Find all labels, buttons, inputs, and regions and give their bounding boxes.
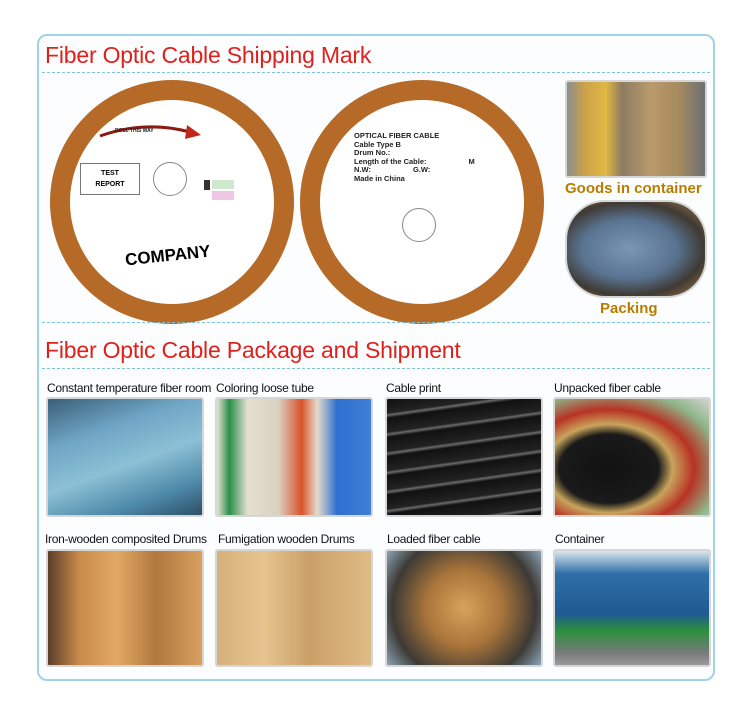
divider <box>42 368 710 369</box>
drum-left-face: ROLL THIS WAY TEST REPORT COMPANY <box>70 100 274 304</box>
drum-label-line: Made in China <box>354 173 405 183</box>
drum-label-line: OPTICAL FIBER CABLE <box>354 131 440 140</box>
divider <box>42 322 710 323</box>
handling-symbols-icon <box>204 180 234 200</box>
photo-coloring-tube <box>215 397 373 517</box>
photo-unpacked-cable <box>553 397 711 517</box>
roll-label: ROLL THIS WAY <box>115 128 154 134</box>
drum-label-line: N.W: <box>354 165 371 175</box>
drum-label-line: Length of the Cable: <box>354 156 427 166</box>
drum-label-gw: G.W: <box>412 165 431 175</box>
caption-goods-in-container: Goods in container <box>565 180 702 197</box>
test-report-box: TEST REPORT <box>80 163 140 195</box>
caption-photo: Unpacked fiber cable <box>554 381 661 395</box>
drum-label-unit: M <box>468 156 475 166</box>
company-label: COMPANY <box>124 241 212 270</box>
caption-photo: Fumigation wooden Drums <box>218 532 355 546</box>
divider <box>42 72 710 73</box>
caption-photo: Iron-wooden composited Drums <box>45 532 207 546</box>
drum-left: ROLL THIS WAY TEST REPORT COMPANY <box>50 80 294 324</box>
caption-photo: Coloring loose tube <box>216 381 314 395</box>
drum-label-line: Drum No.: <box>354 148 391 158</box>
caption-packing: Packing <box>600 300 658 317</box>
drum-label-line: Cable Type B <box>354 139 401 149</box>
drum-hub <box>402 208 436 242</box>
section-title-package-shipment: Fiber Optic Cable Package and Shipment <box>45 337 461 363</box>
section-title-shipping-mark: Fiber Optic Cable Shipping Mark <box>45 42 372 68</box>
photo-packing <box>565 200 707 298</box>
caption-photo: Loaded fiber cable <box>387 532 481 546</box>
photo-iron-wooden-drums <box>46 549 204 667</box>
caption-photo: Container <box>555 532 605 546</box>
photo-fiber-room <box>46 397 204 517</box>
roll-arrow-icon <box>99 125 201 139</box>
photo-fumigation-drums <box>215 549 373 667</box>
caption-photo: Constant temperature fiber room <box>47 381 212 395</box>
photo-container <box>553 549 711 667</box>
photo-goods-in-container <box>565 80 707 178</box>
photo-loaded-cable <box>385 549 543 667</box>
drum-right: OPTICAL FIBER CABLE Cable Type B Drum No… <box>300 80 544 324</box>
caption-photo: Cable print <box>386 381 441 395</box>
drum-right-face: OPTICAL FIBER CABLE Cable Type B Drum No… <box>320 100 524 304</box>
drum-label-text: OPTICAL FIBER CABLE Cable Type B Drum No… <box>354 131 475 184</box>
drum-hub <box>153 162 187 196</box>
photo-cable-print <box>385 397 543 517</box>
